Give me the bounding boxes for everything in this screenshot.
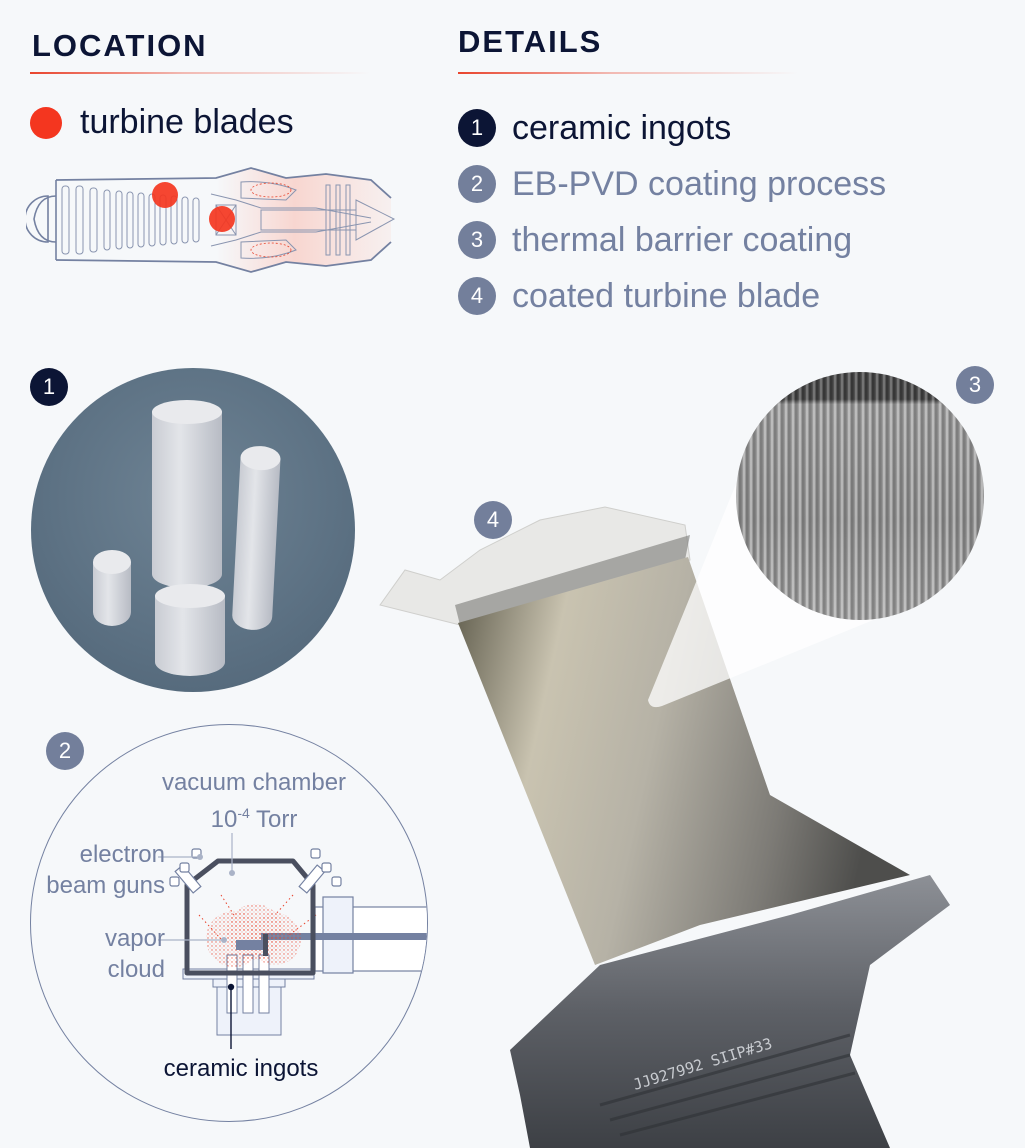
location-divider bbox=[30, 72, 370, 74]
ceramic-ingots-label: ceramic ingots bbox=[163, 1055, 319, 1082]
thermal-barrier-coating-micrograph bbox=[736, 372, 984, 620]
ingot-slim bbox=[231, 457, 281, 631]
details-divider bbox=[458, 72, 798, 74]
detail-label: coated turbine blade bbox=[512, 276, 821, 315]
jet-engine-diagram bbox=[26, 167, 396, 273]
detail-label: thermal barrier coating bbox=[512, 220, 853, 259]
pressure-text: 10-4 Torr bbox=[149, 798, 359, 835]
number-badge: 2 bbox=[458, 165, 496, 203]
details-heading: DETAILS bbox=[458, 24, 603, 59]
detail-label: EB-PVD coating process bbox=[512, 164, 887, 203]
location-legend: turbine blades bbox=[30, 103, 294, 142]
detail-item-ceramic-ingots[interactable]: 1 ceramic ingots bbox=[458, 100, 886, 156]
number-badge: 4 bbox=[458, 277, 496, 315]
number-badge: 3 bbox=[458, 221, 496, 259]
vacuum-chamber-label: vacuum chamber 10-4 Torr bbox=[149, 767, 359, 835]
ingot-small bbox=[93, 550, 131, 626]
electron-text: electron bbox=[79, 841, 165, 868]
vapor-text: vapor bbox=[104, 925, 165, 952]
vapor-cloud-label: vapor cloud bbox=[41, 923, 165, 985]
ceramic-ingots-photo bbox=[31, 368, 355, 692]
panel-1-badge: 1 bbox=[30, 368, 68, 406]
coated-turbine-blade-photo: JJ927992 SIIP#33 bbox=[379, 506, 950, 1148]
pressure-unit: Torr bbox=[249, 806, 298, 833]
vacuum-chamber-text: vacuum chamber bbox=[161, 769, 347, 796]
vacuum-chamber-schematic bbox=[158, 833, 427, 1049]
cloud-text: cloud bbox=[107, 956, 165, 983]
ingot-tall bbox=[152, 400, 222, 588]
eb-pvd-diagram: vacuum chamber 10-4 Torr electron beam g… bbox=[30, 724, 428, 1122]
legend-label: turbine blades bbox=[80, 103, 294, 141]
detail-label: ceramic ingots bbox=[512, 108, 732, 147]
ingot-wide bbox=[155, 584, 225, 676]
panel-4-badge: 4 bbox=[474, 501, 512, 539]
pressure-base: 10 bbox=[210, 806, 238, 833]
number-badge: 1 bbox=[458, 109, 496, 147]
detail-item-eb-pvd[interactable]: 2 EB-PVD coating process bbox=[458, 156, 886, 212]
legend-dot-icon bbox=[30, 106, 62, 139]
panel-3-badge: 3 bbox=[956, 366, 994, 404]
panel-2-badge: 2 bbox=[46, 732, 84, 770]
pressure-exponent: -4 bbox=[237, 805, 250, 821]
electron-beam-guns-label: electron beam guns bbox=[41, 839, 165, 901]
beam-guns-text: beam guns bbox=[46, 872, 165, 899]
details-list: 1 ceramic ingots 2 EB-PVD coating proces… bbox=[458, 100, 886, 324]
location-heading: LOCATION bbox=[32, 28, 208, 63]
detail-item-coated-blade[interactable]: 4 coated turbine blade bbox=[458, 268, 886, 324]
detail-item-thermal-barrier[interactable]: 3 thermal barrier coating bbox=[458, 212, 886, 268]
